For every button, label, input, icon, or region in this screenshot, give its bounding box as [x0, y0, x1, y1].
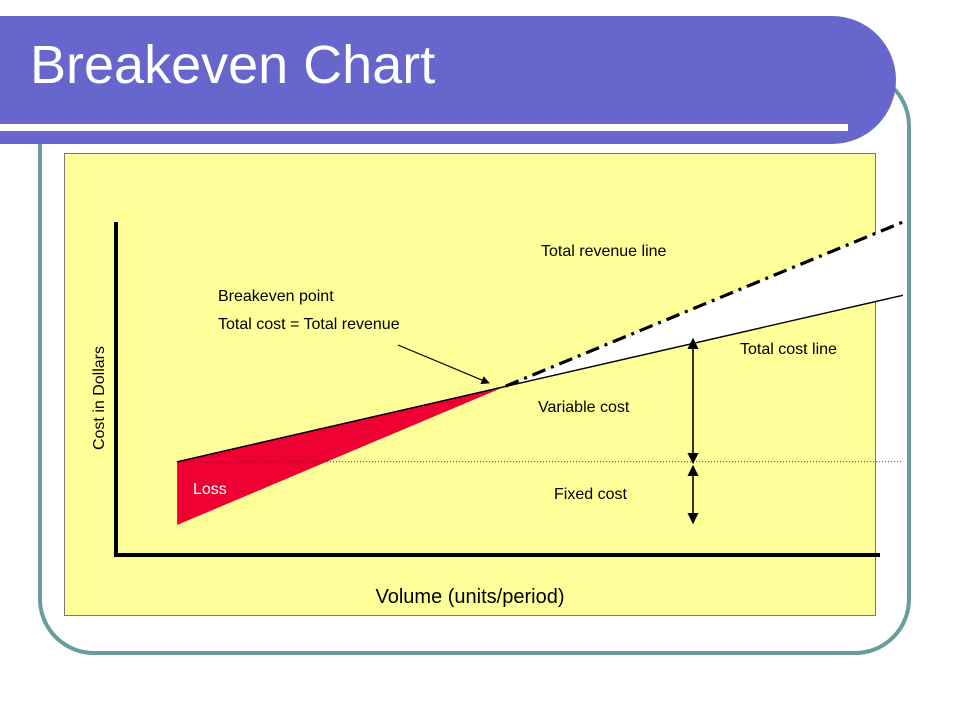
- loss-area: [177, 386, 506, 525]
- slide-title: Breakeven Chart: [30, 35, 436, 95]
- total-cost-line: [176, 294, 904, 463]
- breakeven-label-line1: Breakeven point: [218, 288, 334, 305]
- plot-panel: [64, 153, 876, 616]
- title-underline: [0, 124, 848, 131]
- loss-label: Loss: [193, 481, 227, 498]
- total-revenue-line: [505, 220, 904, 388]
- x-axis-label: Volume (units/period): [376, 586, 565, 608]
- breakeven-pointer-arrow: [397, 344, 490, 384]
- variable-cost-label: Variable cost: [538, 399, 630, 416]
- y-axis-label: Cost in Dollars: [91, 346, 108, 450]
- title-bar: [0, 16, 896, 144]
- total-revenue-label: Total revenue line: [541, 243, 667, 260]
- breakeven-label-line2: Total cost = Total revenue: [218, 316, 400, 333]
- total-cost-label: Total cost line: [740, 341, 837, 358]
- fixed-cost-label: Fixed cost: [554, 486, 627, 503]
